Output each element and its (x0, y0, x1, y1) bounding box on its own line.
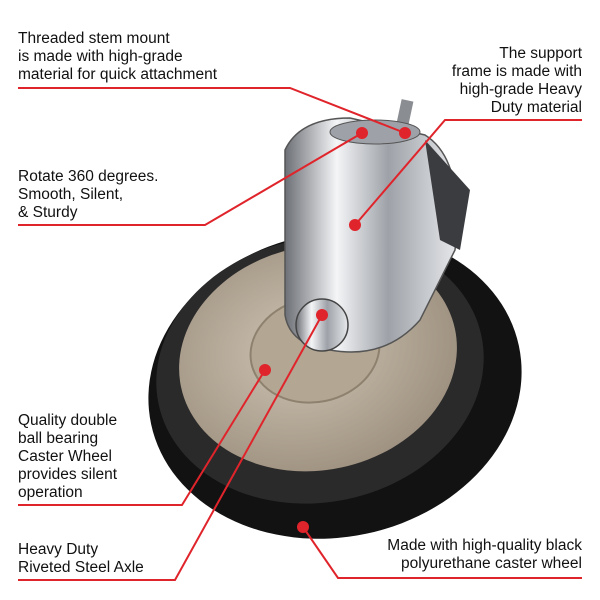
frame-callout-dot (349, 219, 361, 231)
bearing-callout-line (18, 369, 266, 506)
frame-back-plate (425, 140, 470, 250)
tire-callout-line (302, 526, 582, 579)
rotate-callout-dot (356, 127, 368, 139)
stem-callout-dot (399, 127, 411, 139)
rotate-callout-text: Rotate 360 degrees. Smooth, Silent, & St… (18, 168, 159, 221)
axle-callout-dot (316, 309, 328, 321)
tire-callout-text: Made with high-quality black polyurethan… (387, 537, 582, 572)
tire-callout-dot (297, 521, 309, 533)
axle-rivet (295, 298, 349, 352)
axle-callout-text: Heavy Duty Riveted Steel Axle (18, 541, 144, 576)
rotate-callout-line (18, 132, 363, 226)
bearing-callout-dot (259, 364, 271, 376)
frame-callout-line (354, 119, 582, 226)
bearing-callout-text: Quality double ball bearing Caster Wheel… (18, 412, 118, 501)
stem-callout-line (18, 87, 406, 134)
axle-callout-line (18, 314, 323, 581)
stem-callout-text: Threaded stem mount is made with high-gr… (18, 30, 218, 83)
frame-callout-text: The support frame is made with high-grad… (451, 45, 582, 116)
